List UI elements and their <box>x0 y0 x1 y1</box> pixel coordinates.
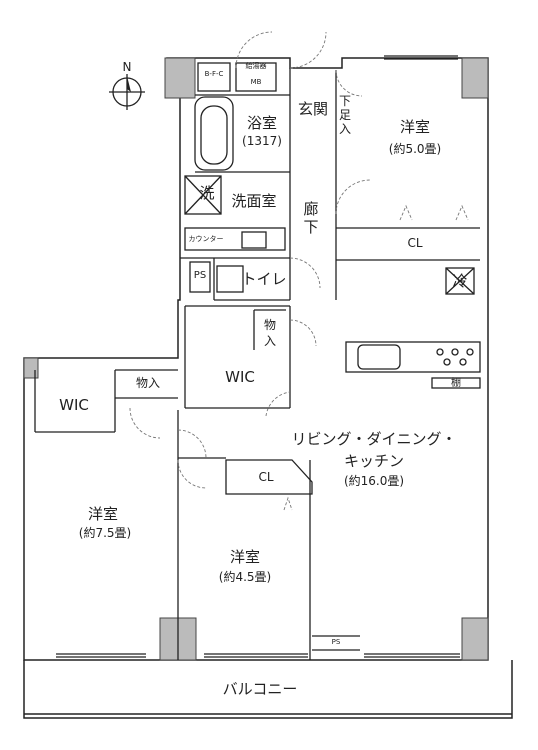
washroom-label: 洗面室 <box>231 192 277 210</box>
ldk-line1: リビング・ダイニング・ <box>291 430 457 448</box>
shelf-label: 棚 <box>451 378 461 389</box>
storage-2-label: 物入 <box>135 376 160 390</box>
storage-1-line1: 物 <box>263 318 276 332</box>
column <box>461 57 489 99</box>
ldk-line2: キッチン <box>343 452 404 470</box>
bath-name: 浴室 <box>246 114 277 132</box>
western-south-name: 洋室 <box>229 548 260 566</box>
counter-label: カウンター <box>188 235 224 243</box>
shoe-storage-1: 下 <box>338 94 351 108</box>
cl-north-label: CL <box>407 236 423 250</box>
wic-center-label: WIC <box>225 368 255 386</box>
western-north-name: 洋室 <box>399 118 430 136</box>
column <box>23 357 39 379</box>
western-west-size: (約7.5畳) <box>78 526 132 540</box>
shoe-storage-3: 入 <box>338 122 351 136</box>
column <box>164 57 196 99</box>
fridge-label: 冷 <box>452 272 468 290</box>
western-west-name: 洋室 <box>87 505 118 523</box>
corridor-2: 下 <box>303 218 319 236</box>
entrance-label: 玄関 <box>297 100 328 118</box>
wash-mark: 洗 <box>199 184 215 202</box>
column <box>461 617 489 661</box>
ps-label-2: PS <box>331 638 341 646</box>
bfc-label: B-F-C <box>204 70 224 78</box>
balcony-label: バルコニー <box>222 680 298 698</box>
compass-arrow-icon <box>127 76 131 92</box>
corridor-1: 廊 <box>303 200 319 218</box>
ldk-size: (約16.0畳) <box>343 474 405 488</box>
mb-label: MB <box>250 78 262 86</box>
storage-1-line2: 入 <box>263 334 276 348</box>
compass-north-label: N <box>122 60 132 74</box>
shoe-storage-2: 足 <box>338 108 351 122</box>
cl-south-label: CL <box>258 470 274 484</box>
toilet-label: トイレ <box>241 270 287 288</box>
balcony-outline <box>23 660 513 719</box>
western-north-size: (約5.0畳) <box>388 142 442 156</box>
water-heater-label: 給湯器 <box>245 62 267 70</box>
bath-size: (1317) <box>242 134 282 148</box>
ps-label: PS <box>193 270 207 281</box>
wic-west-label: WIC <box>59 396 89 414</box>
compass <box>109 74 145 110</box>
western-south-size: (約4.5畳) <box>218 570 272 584</box>
